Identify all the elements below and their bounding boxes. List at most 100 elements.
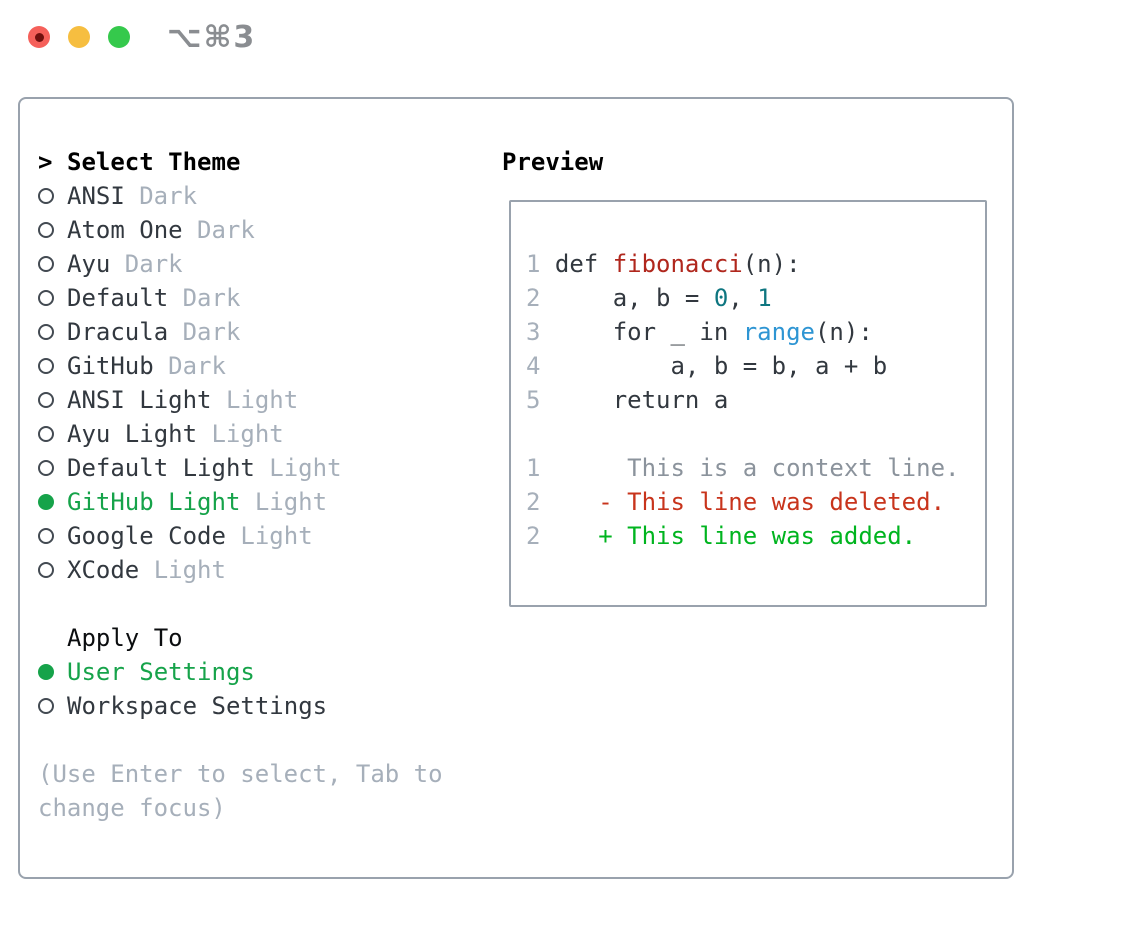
- theme-variant-label: Dark: [124, 250, 183, 278]
- apply-to-option-label: Workspace Settings: [67, 692, 328, 720]
- line-number: 3: [526, 318, 541, 346]
- radio-icon: [38, 290, 67, 306]
- code-segment: range: [742, 318, 815, 346]
- code-line: 2 - This line was deleted.: [526, 485, 959, 519]
- radio-icon: [38, 528, 67, 544]
- radio-selected-icon: [38, 664, 67, 680]
- theme-option-label: Ayu Light: [67, 420, 198, 448]
- theme-option-label: Default Light: [67, 454, 255, 482]
- apply-to-header-label: Apply To: [67, 624, 183, 652]
- theme-variant-label: Dark: [182, 284, 241, 312]
- focus-prompt-icon: >: [38, 148, 53, 176]
- theme-option[interactable]: GitHub Dark: [38, 349, 443, 383]
- code-segment: for _ in: [554, 318, 743, 346]
- apply-to-header: Apply To: [38, 621, 443, 655]
- radio-icon: [38, 222, 67, 238]
- theme-variant-label: Light: [225, 386, 299, 414]
- code-segment: def: [554, 250, 613, 278]
- theme-variant-label: Light: [254, 488, 328, 516]
- theme-option[interactable]: ANSI Light Light: [38, 383, 443, 417]
- theme-option-label: GitHub: [67, 352, 154, 380]
- apply-to-option[interactable]: User Settings: [38, 655, 443, 689]
- radio-selected-icon: [38, 494, 67, 510]
- help-text-line: (Use Enter to select, Tab to: [38, 760, 443, 788]
- close-button[interactable]: [28, 26, 50, 48]
- code-line: 2 a, b = 0, 1: [526, 281, 959, 315]
- code-segment: 0: [713, 284, 729, 312]
- theme-variant-label: Dark: [168, 352, 226, 380]
- line-number: 2: [526, 284, 541, 312]
- theme-option-label: XCode: [67, 556, 140, 584]
- code-segment: (n):: [814, 318, 873, 346]
- apply-to-option-label: User Settings: [67, 658, 255, 686]
- radio-icon: [38, 188, 67, 204]
- line-number: 4: [526, 352, 541, 380]
- code-segment: 1: [757, 284, 772, 312]
- theme-variant-label: Dark: [182, 318, 241, 346]
- titlebar: ⌥⌘3: [0, 0, 1140, 72]
- line-number: 1: [526, 454, 541, 482]
- theme-option[interactable]: GitHub Light Light: [38, 485, 443, 519]
- radio-icon: [38, 562, 67, 578]
- help-text-line: change focus): [38, 794, 226, 822]
- code-segment: a, b =: [554, 284, 714, 312]
- code-segment: (n):: [742, 250, 801, 278]
- code-line: 1 This is a context line.: [526, 451, 959, 485]
- window-shortcut-label: ⌥⌘3: [167, 20, 257, 55]
- theme-variant-label: Light: [240, 522, 313, 550]
- menu-header-label: Select Theme: [67, 148, 241, 176]
- line-number: 5: [526, 386, 541, 414]
- theme-option[interactable]: Google Code Light: [38, 519, 443, 553]
- line-number: 2: [526, 522, 541, 550]
- theme-option[interactable]: Ayu Light Light: [38, 417, 443, 451]
- theme-option-label: Google Code: [67, 522, 226, 550]
- code-line: [526, 417, 959, 451]
- preview-title: Preview: [502, 148, 604, 176]
- theme-option-label: GitHub Light: [67, 488, 241, 516]
- blank-line: [38, 587, 443, 621]
- theme-option[interactable]: Default Light Light: [38, 451, 443, 485]
- line-number: 2: [526, 488, 541, 516]
- blank-line: [38, 723, 443, 757]
- theme-variant-label: Dark: [197, 216, 255, 244]
- code-line: 4 a, b = b, a + b: [526, 349, 959, 383]
- minimize-button[interactable]: [68, 26, 90, 48]
- radio-icon: [38, 358, 67, 374]
- radio-icon: [38, 324, 67, 340]
- radio-icon: [38, 698, 67, 714]
- theme-option[interactable]: Atom One Dark: [38, 213, 443, 247]
- code-line: 5 return a: [526, 383, 959, 417]
- radio-icon: [38, 392, 67, 408]
- code-segment: + This line was added.: [554, 522, 917, 550]
- radio-icon: [38, 460, 67, 476]
- code-segment: ,: [728, 284, 758, 312]
- code-segment: return a: [554, 386, 729, 414]
- unsaved-dot-icon: [34, 32, 44, 42]
- line-number: 1: [526, 250, 541, 278]
- code-line: 2 + This line was added.: [526, 519, 959, 553]
- apply-to-option[interactable]: Workspace Settings: [38, 689, 443, 723]
- theme-option-label: ANSI Light: [67, 386, 212, 414]
- theme-option[interactable]: XCode Light: [38, 553, 443, 587]
- radio-icon: [38, 426, 67, 442]
- theme-option-label: Atom One: [67, 216, 183, 244]
- zoom-button[interactable]: [108, 26, 130, 48]
- code-segment: - This line was deleted.: [554, 488, 946, 516]
- theme-option-label: ANSI: [67, 182, 125, 210]
- code-segment: a, b = b, a + b: [554, 352, 888, 380]
- theme-variant-label: Light: [153, 556, 226, 584]
- code-line: 3 for _ in range(n):: [526, 315, 959, 349]
- theme-variant-label: Light: [211, 420, 284, 448]
- radio-icon: [38, 256, 67, 272]
- theme-variant-label: Light: [269, 454, 342, 482]
